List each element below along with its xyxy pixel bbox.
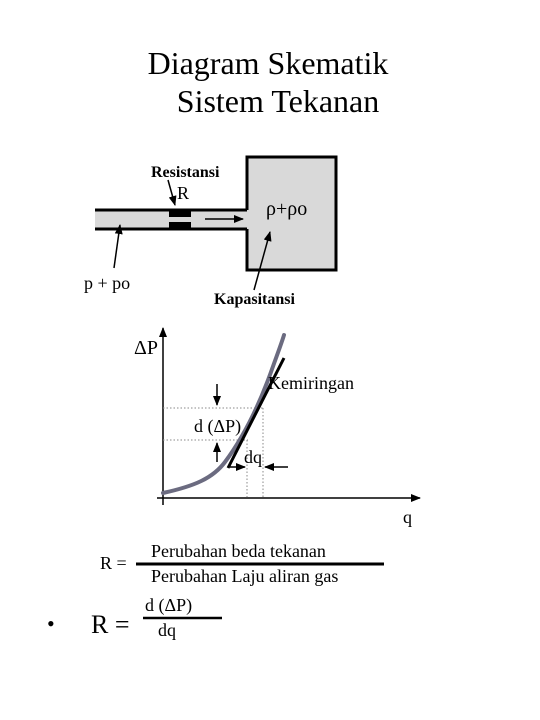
title-line-2: Sistem Tekanan <box>176 83 380 119</box>
restriction-top <box>169 210 191 217</box>
pipe-and-tank <box>95 157 336 270</box>
dq-label: dq <box>244 447 262 467</box>
formula2-lhs: R = <box>91 610 130 639</box>
pressure-flow-curve <box>161 333 286 495</box>
restriction-bottom <box>169 222 191 229</box>
tank-outline <box>245 155 338 272</box>
resistance-symbol: R <box>177 183 189 203</box>
tangent-line <box>226 357 286 469</box>
title-line-1: Diagram Skematik <box>147 45 389 81</box>
inlet-pressure-label: p + po <box>84 273 130 293</box>
y-axis-label: ΔP <box>134 337 158 359</box>
formula1-numerator: Perubahan beda tekanan <box>151 541 326 561</box>
delta-p-label: d (ΔP) <box>194 416 241 437</box>
formula2-bullet: • <box>47 611 55 636</box>
formula1-lhs: R = <box>100 553 127 573</box>
formula2-numerator: d (ΔP) <box>145 595 192 616</box>
slope-label: Kemiringan <box>268 373 354 393</box>
formula1-denominator: Perubahan Laju aliran gas <box>151 566 338 586</box>
x-axis-label: q <box>403 507 412 527</box>
resistance-label: Resistansi <box>151 164 220 181</box>
capacitance-pointer <box>253 231 272 291</box>
formula2-denominator: dq <box>158 620 176 640</box>
resistance-pointer <box>167 179 177 206</box>
capacitance-label: Kapasitansi <box>214 291 295 308</box>
tank-pressure-label: ρ+ρo <box>266 198 307 220</box>
inlet-pointer <box>113 224 123 269</box>
